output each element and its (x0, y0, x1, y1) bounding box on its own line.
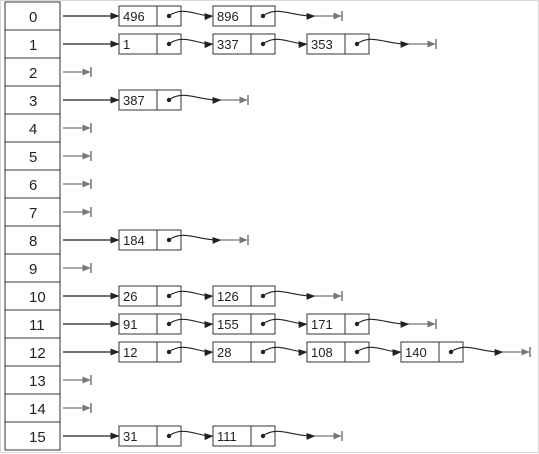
bucket-index-0: 0 (29, 9, 37, 26)
bucket-index-1: 1 (29, 37, 37, 54)
bucket-15 (4, 421, 61, 451)
node-15-1 (212, 425, 276, 447)
tail-pointer-11 (356, 318, 410, 328)
node-1-1 (212, 33, 276, 55)
next-pointer-0-0 (168, 10, 214, 21)
tail-pointer-12 (450, 346, 504, 356)
bucket-5 (4, 141, 61, 171)
node-value-15-1: 111 (217, 429, 237, 444)
next-pointer-15-0 (168, 430, 214, 441)
tail-pointer-15 (262, 430, 316, 440)
bucket-index-2: 2 (29, 65, 37, 82)
bucket-14 (4, 393, 61, 423)
node-10-1 (212, 285, 276, 307)
tail-pointer-10 (262, 290, 316, 300)
node-11-1 (212, 313, 276, 335)
bucket-index-3: 3 (29, 93, 37, 110)
node-1-2 (306, 33, 370, 55)
bucket-13 (4, 365, 61, 395)
bucket-8 (4, 225, 61, 255)
bucket-index-14: 14 (29, 401, 46, 418)
bucket-12 (4, 337, 61, 367)
next-pointer-10-0 (168, 290, 214, 301)
bucket-index-5: 5 (29, 149, 37, 166)
tail-pointer-8 (168, 234, 222, 244)
bucket-index-4: 4 (29, 121, 37, 138)
tail-pointer-3 (168, 94, 222, 104)
node-3-0 (118, 89, 182, 111)
bucket-3 (4, 85, 61, 115)
next-pointer-1-1 (262, 38, 308, 49)
node-value-8-0: 184 (123, 233, 145, 248)
node-value-12-1: 28 (217, 345, 231, 360)
node-12-0 (118, 341, 182, 363)
node-1-0 (118, 33, 182, 55)
bucket-index-15: 15 (29, 429, 46, 446)
node-value-0-1: 896 (217, 9, 239, 24)
node-value-10-0: 26 (123, 289, 137, 304)
node-value-12-2: 108 (311, 345, 333, 360)
node-value-11-2: 171 (311, 317, 333, 332)
node-0-0 (118, 5, 182, 27)
bucket-index-12: 12 (29, 345, 46, 362)
next-pointer-12-2 (356, 346, 402, 357)
next-pointer-12-0 (168, 346, 214, 357)
bucket-index-6: 6 (29, 177, 37, 194)
node-11-2 (306, 313, 370, 335)
bucket-6 (4, 169, 61, 199)
bucket-7 (4, 197, 61, 227)
node-value-10-1: 126 (217, 289, 239, 304)
tail-pointer-1 (356, 38, 410, 48)
next-pointer-12-1 (262, 346, 308, 357)
bucket-10 (4, 281, 61, 311)
node-11-0 (118, 313, 182, 335)
bucket-index-13: 13 (29, 373, 46, 390)
tail-pointer-0 (262, 10, 316, 20)
node-value-15-0: 31 (123, 429, 137, 444)
node-value-11-1: 155 (217, 317, 239, 332)
node-value-12-3: 140 (405, 345, 427, 360)
node-value-1-2: 353 (311, 37, 333, 52)
next-pointer-11-0 (168, 318, 214, 329)
bucket-index-11: 11 (29, 317, 45, 334)
node-12-3 (400, 341, 464, 363)
node-10-0 (118, 285, 182, 307)
bucket-0 (4, 1, 61, 31)
node-0-1 (212, 5, 276, 27)
node-value-12-0: 12 (123, 345, 137, 360)
bucket-index-9: 9 (29, 261, 37, 278)
node-value-1-1: 337 (217, 37, 239, 52)
node-value-3-0: 387 (123, 93, 145, 108)
node-value-11-0: 91 (123, 317, 137, 332)
bucket-index-7: 7 (29, 205, 37, 222)
bucket-index-10: 10 (29, 289, 46, 306)
next-pointer-1-0 (168, 38, 214, 49)
node-15-0 (118, 425, 182, 447)
next-pointer-11-1 (262, 318, 308, 329)
node-12-1 (212, 341, 276, 363)
node-value-1-0: 1 (123, 37, 130, 52)
bucket-11 (4, 309, 61, 339)
node-12-2 (306, 341, 370, 363)
node-value-0-0: 496 (123, 9, 145, 24)
bucket-index-8: 8 (29, 233, 37, 250)
node-8-0 (118, 229, 182, 251)
